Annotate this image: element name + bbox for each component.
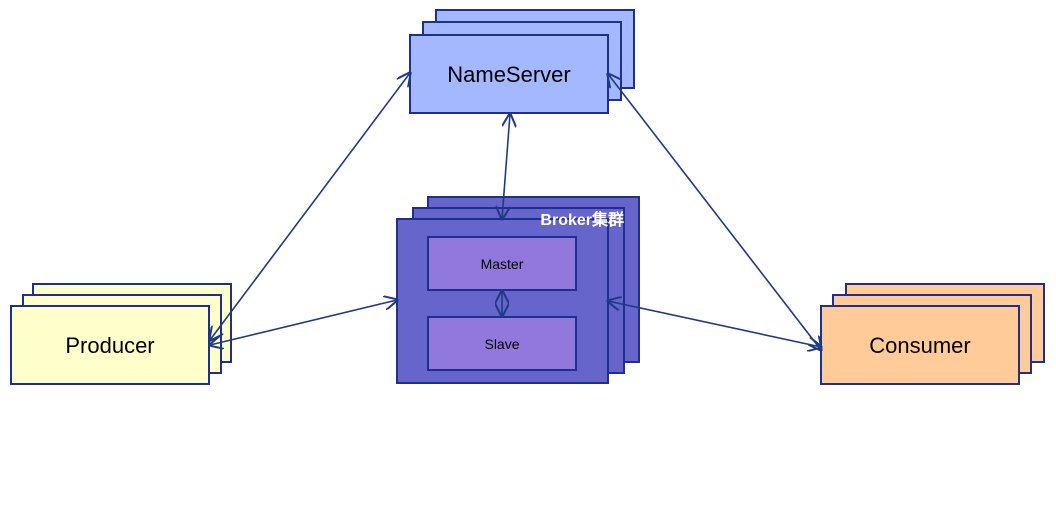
producer-label: Producer <box>65 333 154 358</box>
broker-cluster-node: Broker集群 Master Slave <box>396 196 640 384</box>
producer-node: Producer <box>10 283 232 385</box>
nameserver-label: NameServer <box>447 62 570 87</box>
arrow-producer-nameserver <box>210 73 410 340</box>
master-label: Master <box>481 256 524 272</box>
arrow-producer-broker <box>210 300 397 345</box>
broker-cluster-label: Broker集群 <box>540 210 624 229</box>
slave-label: Slave <box>484 336 519 352</box>
consumer-node: Consumer <box>820 283 1045 385</box>
nameserver-box <box>409 34 609 114</box>
nameserver-node: NameServer <box>409 9 635 114</box>
arrow-broker-consumer <box>608 301 821 347</box>
consumer-label: Consumer <box>869 333 970 358</box>
arrow-nameserver-broker <box>502 114 510 219</box>
slave-box <box>427 316 577 371</box>
consumer-box <box>820 305 1020 385</box>
